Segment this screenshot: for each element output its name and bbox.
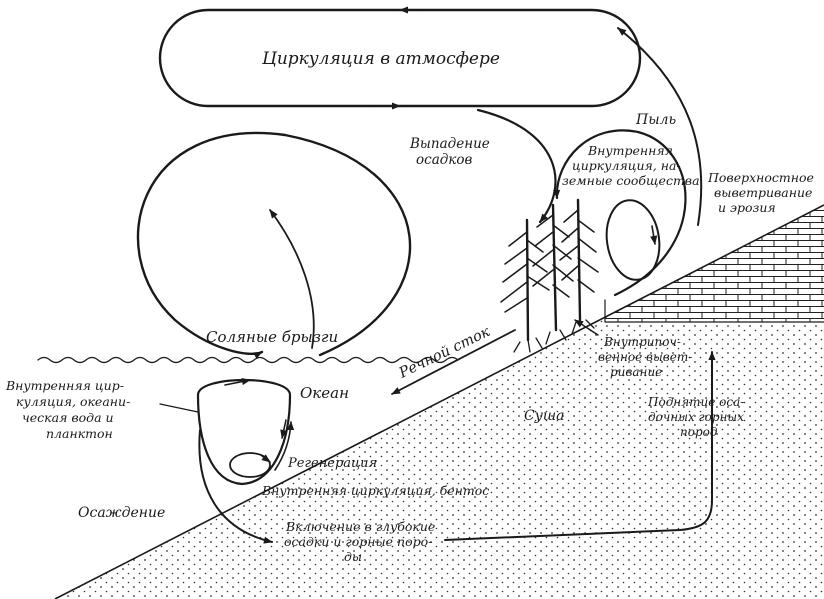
label-soil-weathering-3: ривание [610, 365, 662, 379]
salt-spray-loop [138, 133, 410, 355]
label-ocean: Океан [300, 384, 349, 402]
label-salt-spray: Соляные брызги [206, 328, 338, 346]
label-surface-1: Поверхностное [707, 170, 814, 185]
label-dust: Пыль [635, 112, 676, 128]
label-benthos: Внутренняя циркуляция, бентос [261, 483, 489, 498]
label-ocean-circulation-4: планктон [46, 426, 113, 441]
rock-layers [605, 210, 824, 322]
label-soil-weathering-1: Внутрипоч- [603, 335, 681, 349]
precipitation-arrow [478, 110, 555, 222]
label-surface-3: и эрозия [718, 200, 776, 215]
sea-surface [38, 358, 458, 363]
label-land-community-2: циркуляция, на- [572, 158, 681, 173]
label-deep-sediments-1: Включение в глубокие [285, 519, 435, 534]
label-ocean-circulation-2: куляция, океани- [16, 394, 130, 409]
label-deep-sediments-3: ды [344, 549, 362, 564]
label-ocean-circulation-1: Внутренняя цир- [5, 378, 124, 393]
label-uplift-2: дочных горных [648, 410, 744, 424]
label-atmosphere-circulation: Циркуляция в атмосфере [261, 49, 500, 69]
label-sedimentation: Осаждение [78, 505, 165, 521]
weathering-loop-arrow [652, 226, 655, 244]
label-ocean-circulation-3: ческая вода и [22, 410, 114, 425]
label-soil-weathering-2: венное вывет- [598, 350, 692, 364]
label-land: Суша [524, 408, 564, 424]
label-precipitation-2: осадков [416, 152, 472, 168]
label-precipitation-1: Выпадение [409, 136, 490, 152]
label-land-community-3: земные сообщества [562, 173, 700, 188]
label-land-community-1: Внутренняя [587, 143, 673, 158]
label-uplift-1: Поднятие оса- [647, 395, 744, 409]
label-deep-sediments-2: осадки и горные поро- [284, 534, 432, 549]
ocean-pointer [160, 404, 198, 412]
label-river-runoff: Речной сток [396, 324, 493, 382]
label-surface-2: выветривание [714, 185, 812, 200]
label-regeneration: Регенерация [287, 456, 377, 471]
label-uplift-3: пород [680, 425, 718, 439]
